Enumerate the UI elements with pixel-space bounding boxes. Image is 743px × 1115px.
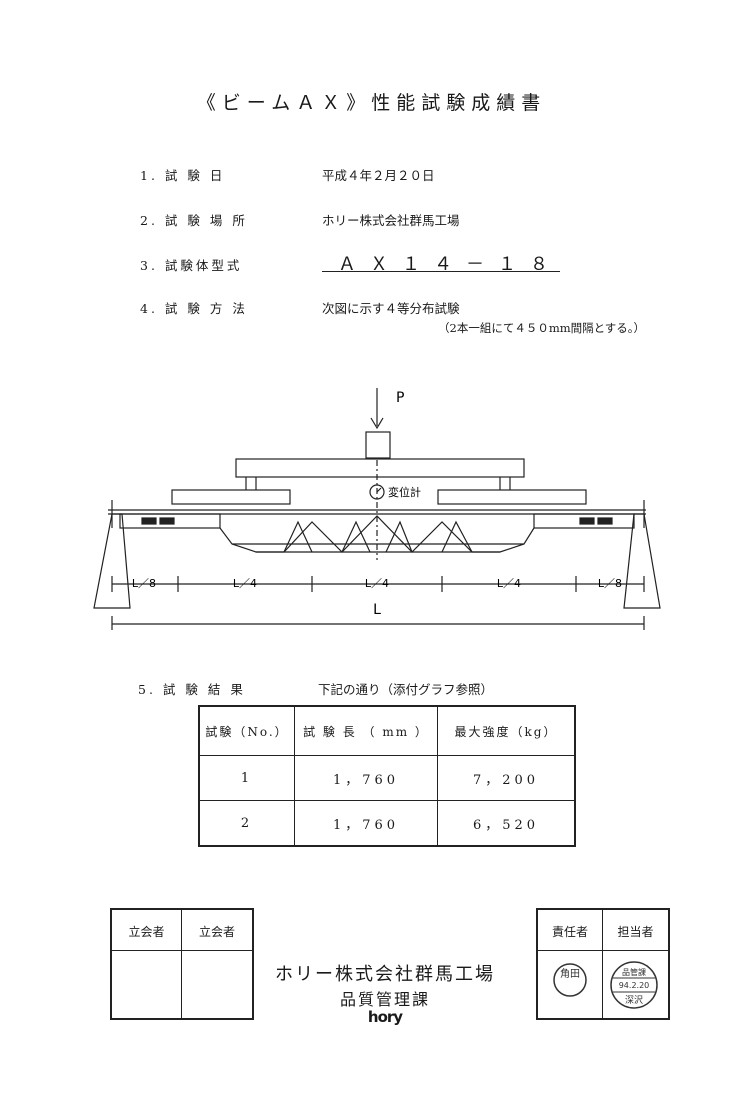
item-label-test-date: 1. 試 験 日 <box>140 168 226 183</box>
cell-max-strength: 7，200 <box>437 755 576 801</box>
span-label-5: L／8 <box>598 577 622 590</box>
item-value-method: 次図に示す４等分布試験 <box>322 301 460 316</box>
total-length-label: L <box>373 602 381 618</box>
item-value-test-site: ホリー株式会社群馬工場 <box>322 213 460 228</box>
item-value-test-date: 平成４年２月２０日 <box>322 168 435 183</box>
results-table: 試験（No.） 試 験 長 （ mm ） 最大強度（kg） 1 1，760 7，… <box>198 705 576 847</box>
test-setup-diagram: P 変位計 L／8 L／4 L／4 L／4 L／8 L <box>93 388 661 630</box>
loading-column <box>365 431 391 459</box>
support-right <box>623 513 661 609</box>
lower-spreader-left <box>171 489 291 505</box>
upper-spreader-beam <box>235 458 525 478</box>
staff-date-stamp: 品管課 94.2.20 深沢 <box>610 961 658 1009</box>
witness-label-1: 立会者 <box>128 925 165 939</box>
results-header-row: 試験（No.） 試 験 長 （ mm ） 最大強度（kg） <box>198 705 576 756</box>
svg-text:深沢: 深沢 <box>625 994 643 1006</box>
svg-text:品管課: 品管課 <box>622 967 646 977</box>
span-label-1: L／8 <box>132 577 156 590</box>
header-test-no: 試験（No.） <box>198 705 295 756</box>
header-max-strength: 最大強度（kg） <box>437 705 576 756</box>
span-label-3: L／4 <box>365 577 389 590</box>
span-label-2: L／4 <box>233 577 257 590</box>
gauge-label: 変位計 <box>388 485 421 499</box>
cell-length: 1，760 <box>294 800 438 847</box>
cell-test-no: 1 <box>198 755 295 801</box>
item-label-model: 3. 試験体型式 <box>140 258 243 273</box>
table-row: 1 1，760 7，200 <box>198 755 576 801</box>
department-name: 品質管理課 <box>339 990 430 1009</box>
displacement-gauge-icon <box>369 484 385 500</box>
cell-test-no: 2 <box>198 800 295 847</box>
svg-text:94.2.20: 94.2.20 <box>619 981 650 990</box>
company-logo: hory <box>367 1008 403 1026</box>
approval-sign-box: 責任者 担当者 角田 品管課 94.2.20 深沢 <box>536 908 670 1020</box>
beam-end-left <box>119 513 221 529</box>
beam-end-right <box>533 513 635 529</box>
support-left <box>93 513 131 609</box>
item-value-model: ＡＸ１４－１８ <box>338 254 562 275</box>
table-row: 2 1，760 6，520 <box>198 800 576 847</box>
svg-text:角田: 角田 <box>560 968 580 980</box>
method-note: （2本一組にて４５０mm間隔とする。） <box>438 321 646 335</box>
span-label-4: L／4 <box>497 577 521 590</box>
item-label-test-site: 2. 試 験 場 所 <box>140 213 248 228</box>
results-note: 下記の通り（添付グラフ参照） <box>318 682 494 697</box>
header-length: 試 験 長 （ mm ） <box>294 705 438 756</box>
approval-label-staff: 担当者 <box>617 925 654 939</box>
lower-spreader-right <box>437 489 587 505</box>
company-name: ホリー株式会社群馬工場 <box>275 964 495 985</box>
witness-label-2: 立会者 <box>198 925 235 939</box>
witness-sign-box: 立会者 立会者 <box>110 908 254 1020</box>
item-label-method: 4. 試 験 方 法 <box>140 301 248 316</box>
load-arrow-head <box>370 417 384 430</box>
cell-max-strength: 6，520 <box>437 800 576 847</box>
manager-seal-stamp: 角田 <box>553 963 587 997</box>
cell-length: 1，760 <box>294 755 438 801</box>
document-title: 《ビームＡＸ》性能試験成績書 <box>196 92 547 114</box>
approval-label-manager: 責任者 <box>551 925 588 939</box>
load-label: P <box>396 390 404 406</box>
results-label: 5. 試 験 結 果 <box>138 682 246 697</box>
model-underline <box>322 271 560 272</box>
